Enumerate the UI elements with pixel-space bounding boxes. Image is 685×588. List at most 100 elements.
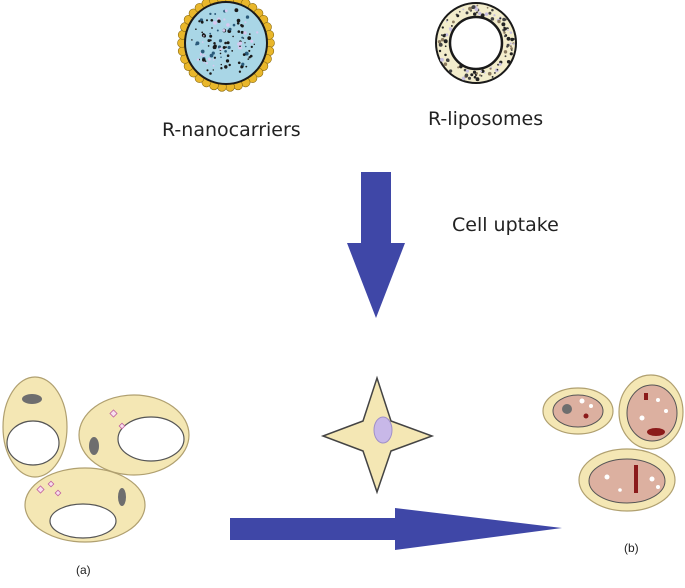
payload-particle [247, 58, 250, 60]
bilayer-particle [506, 29, 509, 32]
payload-particle [222, 46, 226, 49]
nucleus-icon [22, 394, 42, 404]
bilayer-particle [491, 75, 494, 78]
payload-particle [241, 36, 244, 39]
payload-particle [209, 53, 214, 58]
bilayer-particle [463, 68, 467, 72]
bilayer-particle [467, 76, 472, 80]
payload-particle [212, 64, 215, 67]
liposome-icon [435, 2, 517, 84]
payload-particle [240, 24, 243, 27]
bilayer-particle [512, 43, 515, 46]
bilayer-particle [503, 27, 507, 31]
payload-particle [226, 41, 230, 45]
payload-particle [220, 63, 222, 66]
payload-particle [223, 18, 226, 21]
vacuole [117, 416, 185, 462]
bilayer-particle [438, 49, 442, 53]
payload-particle [216, 29, 219, 32]
bilayer-particle [444, 53, 447, 57]
payload-particle [250, 45, 253, 49]
payload-particle [205, 62, 208, 65]
bilayer-particle [443, 62, 448, 66]
bilayer-particle [509, 31, 513, 34]
bilayer-particle [490, 17, 495, 21]
treatment-arrow [230, 508, 562, 550]
payload-particle [238, 45, 242, 50]
bilayer-particle [438, 42, 443, 47]
payload-particle [214, 13, 217, 15]
payload-particle [209, 32, 212, 35]
bilayer-particle [473, 75, 477, 79]
bilayer-particle [440, 34, 443, 37]
payload-particle [200, 49, 205, 54]
payload-particle [244, 51, 249, 56]
payload-particle [228, 27, 232, 31]
cell-uptake-arrow [347, 172, 405, 318]
payload-particle [248, 56, 251, 59]
payload-particle [247, 36, 252, 40]
vacuole [626, 384, 678, 442]
payload-particle [244, 42, 246, 44]
bilayer-particle [470, 73, 474, 77]
bilayer-particle [456, 14, 460, 18]
bilayer-particle [512, 37, 515, 41]
bilayer-particle [448, 27, 452, 31]
bilayer-particle [501, 22, 506, 27]
payload-particle [212, 69, 215, 71]
bilayer-particle [502, 17, 506, 22]
payload-particle [218, 39, 223, 43]
payload-particle [202, 58, 206, 62]
payload-particle [227, 45, 231, 50]
bilayer-particle [509, 52, 513, 56]
nucleus-icon [562, 404, 572, 414]
payload-particle [244, 21, 247, 24]
payload-particle [213, 56, 217, 59]
bilayer-particle [484, 12, 489, 16]
payload-particle [245, 15, 250, 19]
bilayer-particle [458, 10, 461, 13]
payload-particle [248, 33, 251, 35]
bilayer-particle [475, 77, 480, 82]
bilayer-particle [472, 70, 477, 74]
bilayer-particle [499, 17, 502, 20]
bilayer-particle [446, 19, 449, 21]
payload-particle [210, 18, 214, 22]
payload-particle [199, 53, 203, 56]
bilayer-particle [448, 69, 453, 73]
bilayer-particle [480, 70, 483, 73]
nucleus-icon [634, 465, 638, 493]
bilayer-particle [509, 42, 512, 45]
nanocarriers-label: R-nanocarriers [162, 119, 301, 141]
bilayer-particle [483, 71, 486, 74]
payload-particle [195, 28, 197, 31]
payload-particle [224, 65, 228, 69]
payload-particle [202, 54, 205, 56]
bilayer-particle [510, 49, 513, 51]
nanocarrier-payload [191, 8, 259, 75]
bilayer-particle [457, 66, 460, 69]
bilayer-particle [440, 37, 445, 42]
bilayer-particle [451, 20, 455, 24]
payload-particle [240, 30, 244, 34]
nucleus-icon [644, 393, 648, 400]
bilayer-particle [446, 59, 450, 62]
payload-particle [242, 53, 246, 56]
bilayer-particle [476, 4, 479, 7]
bilayer-particle [443, 39, 448, 44]
payload-particle [237, 30, 241, 33]
bilayer-particle [503, 31, 506, 34]
treated-cells-group [542, 374, 684, 512]
bilayer-particle [477, 11, 482, 16]
bilayer-particle [445, 20, 448, 23]
panel-b-label: (b) [624, 541, 639, 555]
payload-particle [209, 34, 213, 38]
liposome-lumen [448, 15, 504, 71]
star-cell-nucleus [373, 416, 393, 444]
bilayer-particle [444, 45, 447, 48]
payload-particle [207, 39, 211, 43]
bilayer-particle [464, 73, 469, 78]
payload-particle [236, 18, 241, 23]
bilayer-particle [473, 12, 477, 16]
